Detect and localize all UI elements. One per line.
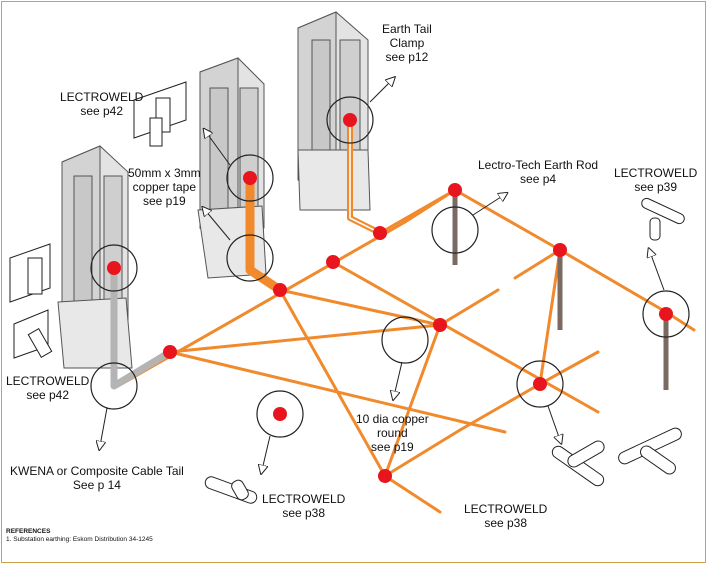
label-lectroweld-p42-left: LECTROWELD see p42	[6, 374, 89, 402]
references-heading: REFERENCES	[6, 528, 51, 535]
label-line: LECTROWELD	[60, 90, 144, 104]
callout-arrows	[100, 80, 665, 470]
node	[553, 243, 567, 257]
label-line: 10 dia copper	[356, 412, 429, 426]
copper-tape	[245, 119, 383, 295]
label-copper-tape: 50mm x 3mm copper tape see p19	[128, 166, 201, 208]
node	[373, 226, 387, 240]
lectroweld-fitting-p38-left	[204, 476, 258, 504]
label-earth-tail-clamp: Earth Tail Clamp see p12	[382, 22, 432, 64]
lectroweld-fitting-p39	[641, 197, 685, 241]
node	[163, 345, 177, 359]
label-line: see p42	[80, 104, 124, 118]
label-lectroweld-p42-top: LECTROWELD see p42	[60, 90, 143, 118]
node	[448, 183, 462, 197]
label-cable-tail: KWENA or Composite Cable Tail See p 14	[10, 464, 184, 492]
detail-circle-copper-round	[381, 316, 429, 364]
label-line: see p4	[520, 172, 557, 186]
label-line: see p38	[282, 506, 326, 520]
label-line: LECTROWELD	[614, 166, 698, 180]
label-lectroweld-p38-right: LECTROWELD see p38	[464, 502, 547, 530]
node	[326, 255, 340, 269]
node	[533, 377, 547, 391]
label-line: round	[377, 426, 408, 440]
copper-conductor-grid	[116, 188, 696, 514]
label-line: LECTROWELD	[464, 502, 548, 516]
steel-structure-left	[57, 145, 133, 369]
label-copper-round: 10 dia copper round see p19	[356, 412, 429, 454]
detail-circle-copper-tape-top	[226, 154, 274, 202]
label-line: copper tape	[132, 180, 197, 194]
label-line: 50mm x 3mm	[128, 166, 201, 180]
detail-circle-earth-tail	[326, 96, 374, 144]
label-line: Earth Tail	[382, 22, 432, 36]
steel-structure-middle	[197, 57, 267, 279]
lectroweld-fitting-p38-right	[551, 427, 682, 487]
references-item: 1. Substation earthing: Eskom Distributi…	[6, 536, 153, 543]
cable-tail	[110, 270, 172, 390]
node	[433, 318, 447, 332]
label-line: See p 14	[72, 478, 121, 492]
label-line: Clamp	[389, 36, 425, 50]
label-line: see p42	[26, 388, 70, 402]
label-lectroweld-p38-left: LECTROWELD see p38	[262, 492, 345, 520]
detail-circle-cable-top	[90, 244, 138, 292]
detail-circle-lectroweld-p39	[642, 290, 690, 338]
label-line: Lectro-Tech Earth Rod	[478, 158, 599, 172]
lectroweld-fitting-p42-top	[133, 81, 187, 147]
lectroweld-fitting-p42-left	[9, 243, 53, 359]
node	[343, 113, 357, 127]
label-line: see p38	[484, 516, 528, 530]
node	[273, 407, 287, 421]
detail-circle-copper-tape-bottom	[226, 234, 274, 282]
label-line: see p19	[142, 194, 186, 208]
node	[107, 261, 121, 275]
label-earth-rod: Lectro-Tech Earth Rod see p4	[478, 158, 598, 186]
detail-circle-lectroweld-p38-left	[256, 390, 304, 438]
label-line: see p12	[385, 50, 429, 64]
label-line: see p19	[371, 440, 414, 454]
node	[273, 283, 287, 297]
label-line: LECTROWELD	[6, 374, 90, 388]
label-line: LECTROWELD	[262, 492, 346, 506]
detail-circle-cable-bottom	[90, 362, 138, 410]
detail-circles	[90, 96, 690, 438]
references: REFERENCES 1. Substation earthing: Eskom…	[6, 528, 153, 544]
steel-structure-right	[297, 11, 371, 211]
detail-circle-lectroweld-p38-right	[516, 360, 564, 408]
node	[659, 307, 673, 321]
node	[243, 171, 257, 185]
label-line: see p39	[634, 180, 678, 194]
label-lectroweld-p39: LECTROWELD see p39	[614, 166, 697, 194]
earth-rods	[452, 190, 669, 390]
detail-circle-earth-rod	[431, 206, 479, 254]
label-line: KWENA or Composite Cable Tail	[10, 464, 184, 478]
weld-nodes	[107, 113, 673, 483]
node	[378, 469, 392, 483]
